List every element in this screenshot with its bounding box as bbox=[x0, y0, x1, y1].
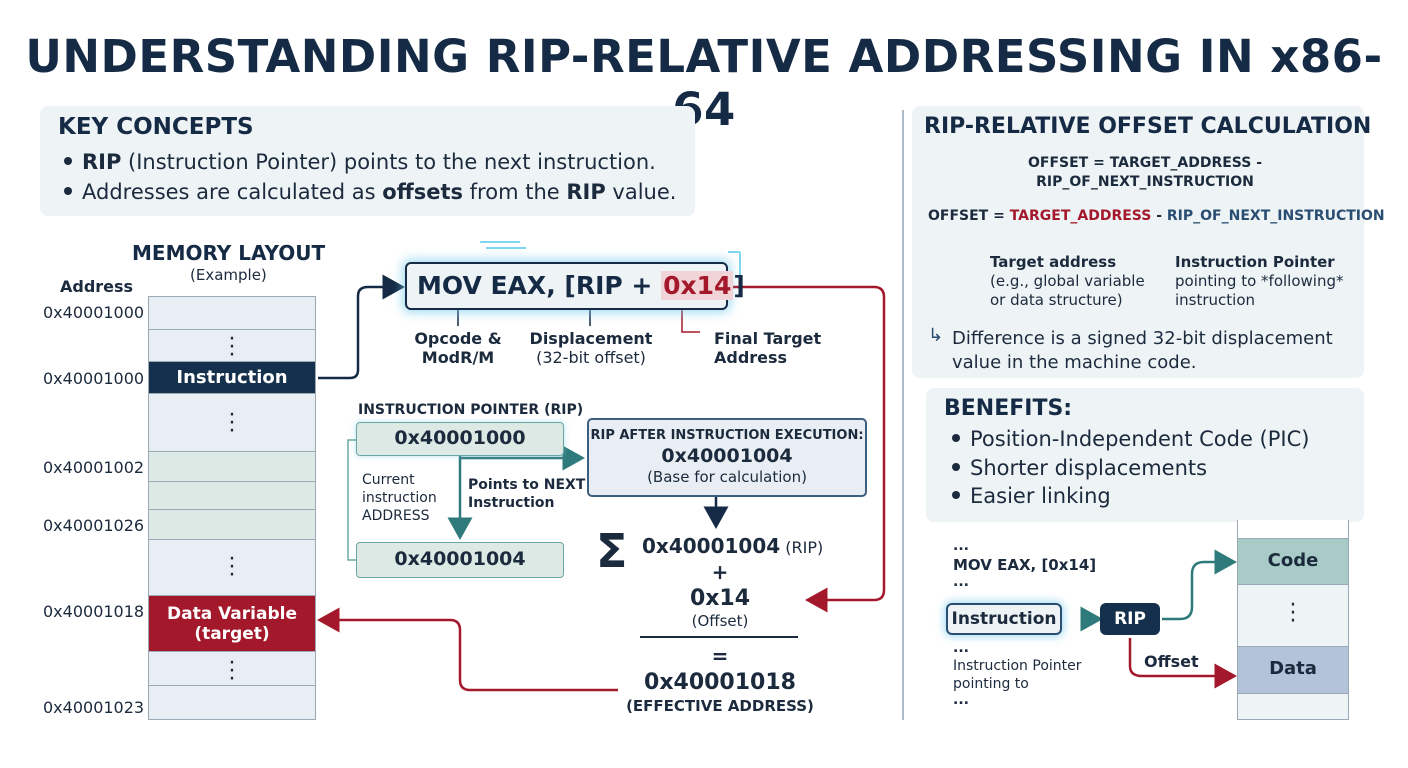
mini-offset-label: Offset bbox=[1144, 652, 1199, 671]
instruction-box: MOV EAX, [RIP + 0x14] bbox=[405, 262, 745, 310]
bullet-icon bbox=[952, 434, 960, 442]
address-column-label: Address bbox=[60, 277, 134, 296]
displacement-label: Displacement(32-bit offset) bbox=[529, 329, 653, 367]
opcode-label: Opcode &ModR/M bbox=[414, 329, 502, 367]
bullet-icon bbox=[952, 491, 960, 499]
ellipsis-icon: ··· bbox=[228, 327, 236, 368]
bullet-icon bbox=[952, 463, 960, 471]
bullet-icon bbox=[64, 157, 72, 165]
mini-data-cell: Data bbox=[1237, 647, 1349, 694]
memory-cell bbox=[148, 482, 316, 510]
memory-layout-subheading: (Example) bbox=[190, 266, 267, 284]
ellipsis-icon: ··· bbox=[228, 651, 236, 692]
key-concepts-heading: KEY CONCEPTS bbox=[58, 114, 254, 140]
sum-plus: + bbox=[711, 560, 729, 584]
benefit-item: Position-Independent Code (PIC) bbox=[952, 427, 1309, 451]
key-concept-item: Addresses are calculated as offsets from… bbox=[64, 180, 676, 204]
rip-next-value: 0x40001004 bbox=[356, 542, 564, 578]
key-concept-item: RIP (Instruction Pointer) points to the … bbox=[64, 150, 656, 174]
effective-address-value: 0x40001018 bbox=[644, 670, 796, 695]
mini-dots: ... bbox=[953, 640, 969, 656]
mini-code-cell: Code bbox=[1237, 538, 1349, 585]
sum-offset-tag: (Offset) bbox=[691, 612, 749, 630]
mini-instruction-box: Instruction bbox=[946, 603, 1062, 635]
memory-cell bbox=[148, 540, 316, 596]
key-concepts-panel bbox=[40, 106, 695, 216]
memory-cell-data-variable: Data Variable (target) bbox=[148, 596, 316, 652]
effective-address-tag: (EFFECTIVE ADDRESS) bbox=[626, 697, 814, 715]
benefits-panel bbox=[926, 388, 1364, 522]
benefit-item: Shorter displacements bbox=[952, 456, 1207, 480]
sum-offset-value: 0x14 bbox=[689, 586, 751, 611]
displacement-value: 0x14 bbox=[661, 271, 734, 300]
page-title: UNDERSTANDING RIP-RELATIVE ADDRESSING IN… bbox=[25, 30, 1383, 136]
memory-address: 0x40001026 bbox=[43, 516, 145, 535]
memory-address: 0x40001000 bbox=[43, 369, 145, 388]
mini-dots: ... bbox=[953, 538, 969, 554]
offset-formula-colored: OFFSET = TARGET_ADDRESS - RIP_OF_NEXT_IN… bbox=[928, 208, 1385, 224]
memory-cell bbox=[148, 394, 316, 452]
memory-layout-heading: MEMORY LAYOUT bbox=[132, 241, 326, 265]
sum-equals: = bbox=[711, 644, 729, 668]
offset-calc-panel bbox=[912, 106, 1364, 378]
memory-cell bbox=[148, 510, 316, 540]
offset-calc-heading: RIP-RELATIVE OFFSET CALCULATION bbox=[924, 114, 1372, 139]
sum-rip-value: 0x40001004 (RIP) bbox=[642, 534, 824, 558]
mini-dots: ... bbox=[953, 574, 969, 590]
rip-heading: INSTRUCTION POINTER (RIP) bbox=[358, 402, 584, 418]
sum-icon: Σ bbox=[596, 524, 628, 578]
rip-after-box: RIP AFTER INSTRUCTION EXECUTION: 0x40001… bbox=[587, 418, 867, 497]
benefit-item: Easier linking bbox=[952, 484, 1111, 508]
return-arrow-icon: ↳ bbox=[928, 325, 944, 346]
bullet-icon bbox=[64, 187, 72, 195]
difference-note: Difference is a signed 32-bit displaceme… bbox=[952, 328, 1333, 373]
memory-cell bbox=[148, 652, 316, 686]
memory-cell bbox=[148, 686, 316, 720]
instruction-pointer-label: Instruction Pointer pointing to *followi… bbox=[1175, 253, 1344, 309]
target-address-label: Target address (e.g., global variable or… bbox=[990, 253, 1145, 309]
memory-address: 0x40001000 bbox=[43, 303, 145, 322]
memory-cell bbox=[148, 296, 316, 330]
benefits-heading: BENEFITS: bbox=[944, 396, 1073, 421]
mini-dots: ... bbox=[953, 692, 969, 708]
ellipsis-icon: ··· bbox=[1289, 593, 1297, 634]
memory-address: 0x40001002 bbox=[43, 458, 145, 477]
memory-address: 0x40001023 bbox=[43, 698, 145, 717]
memory-cell-instruction: Instruction bbox=[148, 362, 316, 394]
rip-current-value: 0x40001000 bbox=[356, 422, 564, 456]
memory-address: 0x40001018 bbox=[43, 602, 145, 621]
mini-empty-cell bbox=[1237, 694, 1349, 720]
mini-rip-box: RIP bbox=[1100, 603, 1160, 635]
memory-cell bbox=[148, 452, 316, 482]
ellipsis-icon: ··· bbox=[228, 403, 236, 444]
mini-mov-text: MOV EAX, [0x14] bbox=[953, 556, 1097, 574]
ellipsis-icon: ··· bbox=[228, 547, 236, 588]
memory-cell bbox=[148, 330, 316, 362]
offset-formula: OFFSET = TARGET_ADDRESS -RIP_OF_NEXT_INS… bbox=[1027, 155, 1263, 190]
mini-empty-cell bbox=[1237, 585, 1349, 647]
